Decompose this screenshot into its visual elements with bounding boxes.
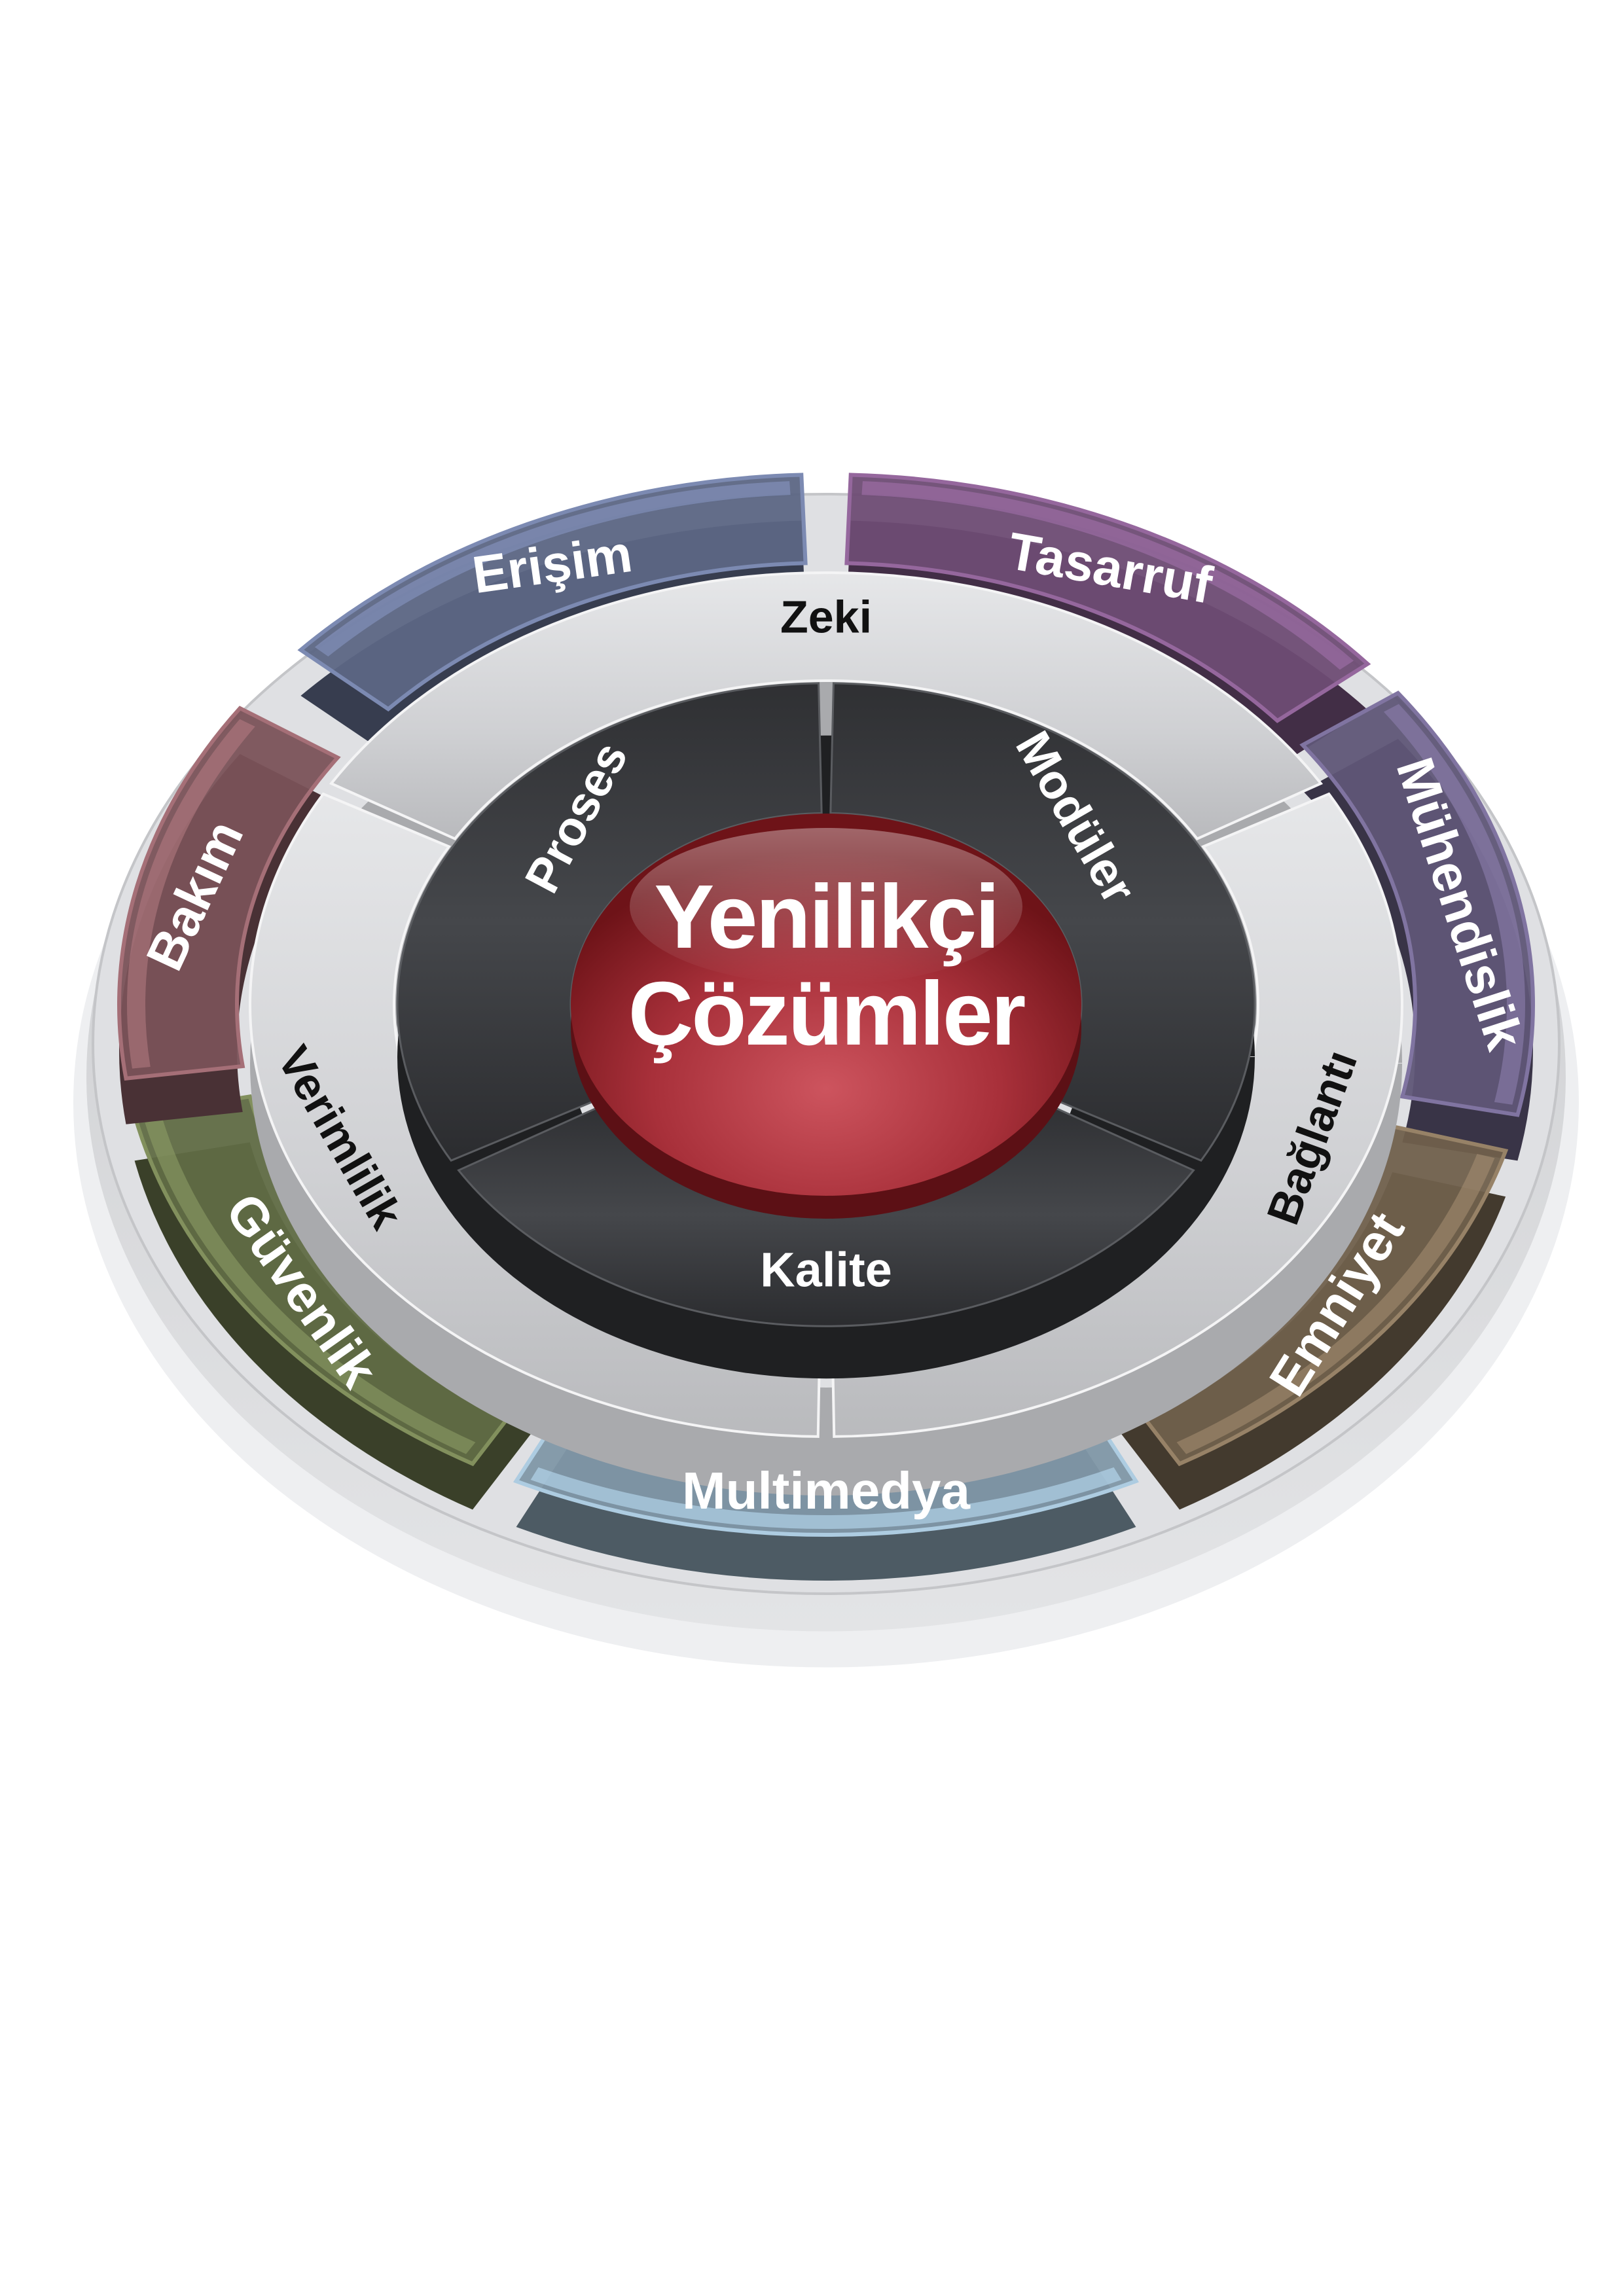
outer-segment-bakim [117,706,341,1124]
outer-segment-top [117,706,341,1081]
inner-ring [396,682,1256,1379]
center-hub: Yenilikçi Çözümler [571,814,1081,1219]
inner-segment-moduler [829,682,1256,1162]
outer-segment-top [1299,691,1535,1117]
middle-segment-zeki [329,571,1324,840]
center-title-line2: Çözümler [628,963,1025,1064]
outer-segment-top [297,473,808,712]
center-gloss [630,828,1022,985]
center-title-line1: Yenilikçi [654,867,998,967]
inner-label-kalite: Kalite [760,1243,892,1297]
outer-segment-highlight [127,719,255,1069]
middle-label-zeki: Zeki [780,592,872,643]
outer-label-multimedya: Multimedya [682,1462,971,1520]
outer-segment-highlight [530,1467,1122,1529]
outer-segment-top [844,473,1371,723]
outer-segment-highlight [1383,704,1526,1105]
